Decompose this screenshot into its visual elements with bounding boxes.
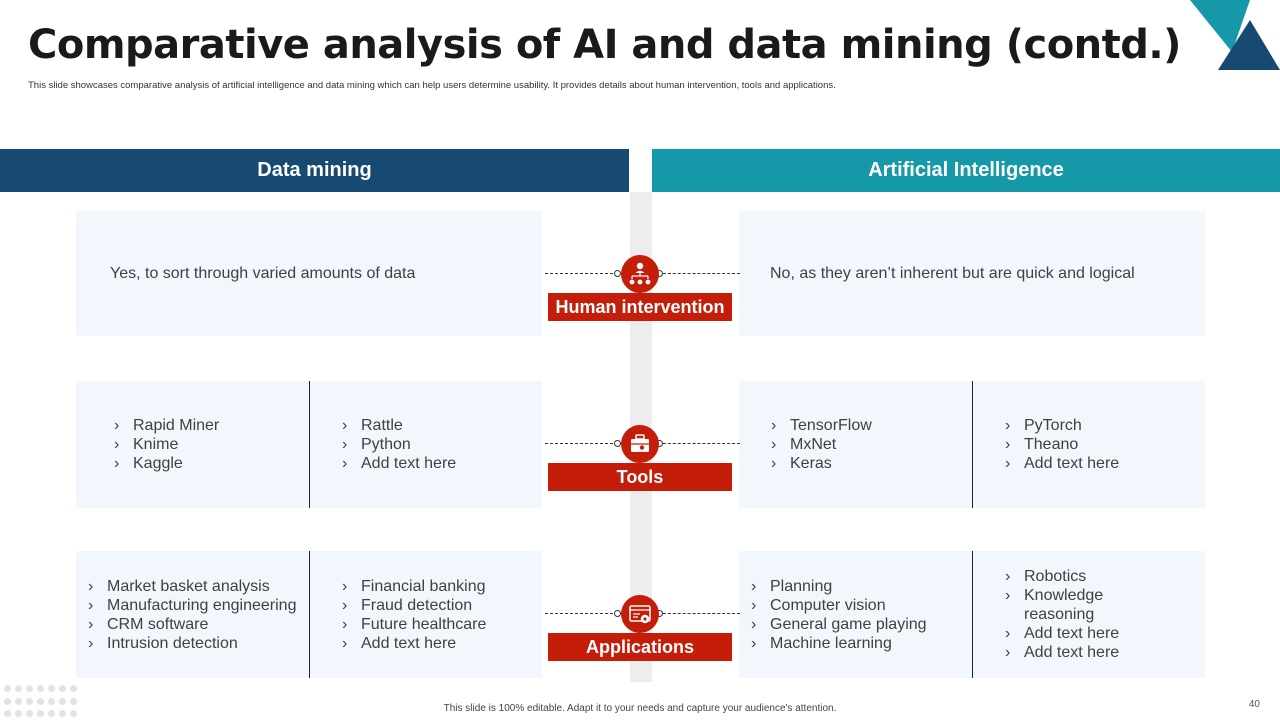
team-hierarchy-icon [621, 255, 659, 293]
tools-label: Tools [548, 463, 732, 491]
list-item: MxNet [771, 435, 872, 454]
list-item: Theano [1005, 435, 1119, 454]
human-connector-right [658, 273, 740, 274]
list-item: Robotics [1005, 567, 1145, 586]
applications-label: Applications [548, 633, 732, 661]
list-item: Add text here [1005, 624, 1145, 643]
tools-ai-list1: TensorFlow MxNet Keras [771, 416, 872, 473]
list-item: Rapid Miner [114, 416, 219, 435]
list-item: Knime [114, 435, 219, 454]
tools-ai-divider [972, 381, 973, 508]
list-item: Intrusion detection [88, 634, 296, 653]
apps-dm-col2: Financial banking Fraud detection Future… [342, 551, 486, 678]
list-item: Add text here [342, 454, 456, 473]
list-item: Market basket analysis [88, 577, 296, 596]
human-dot-left [614, 270, 621, 277]
list-item: Add text here [1005, 454, 1119, 473]
list-item: Add text here [1005, 643, 1145, 662]
apps-ai-list2: Robotics Knowledge reasoning Add text he… [1005, 567, 1145, 662]
apps-connector-right [658, 613, 740, 614]
list-item: PyTorch [1005, 416, 1119, 435]
apps-dm-list1: Market basket analysis Manufacturing eng… [88, 577, 296, 653]
list-item: Fraud detection [342, 596, 486, 615]
tools-dm-col2: Rattle Python Add text here [342, 381, 456, 508]
tools-ai-col1: TensorFlow MxNet Keras [771, 381, 872, 508]
ai-header: Artificial Intelligence [652, 149, 1280, 192]
page-title: Comparative analysis of AI and data mini… [28, 22, 1181, 68]
apps-dm-box: Market basket analysis Manufacturing eng… [76, 551, 542, 678]
tools-dm-col1: Rapid Miner Knime Kaggle [114, 381, 219, 508]
list-item: Planning [751, 577, 927, 596]
apps-ai-col1: Planning Computer vision General game pl… [751, 551, 927, 678]
list-item: Add text here [342, 634, 486, 653]
tools-dm-box: Rapid Miner Knime Kaggle Rattle Python A… [76, 381, 542, 508]
data-mining-header: Data mining [0, 149, 629, 192]
list-item: CRM software [88, 615, 296, 634]
list-item: Knowledge reasoning [1005, 586, 1145, 624]
page-number: 40 [1248, 699, 1260, 710]
apps-dot-left [614, 610, 621, 617]
tools-ai-list2: PyTorch Theano Add text here [1005, 416, 1119, 473]
human-ai-box: No, as they aren’t inherent but are quic… [739, 211, 1205, 336]
apps-dm-list2: Financial banking Fraud detection Future… [342, 577, 486, 653]
tools-dot-left [614, 440, 621, 447]
tools-connector-right [658, 443, 740, 444]
list-item: Future healthcare [342, 615, 486, 634]
apps-ai-list1: Planning Computer vision General game pl… [751, 577, 927, 653]
decorative-dot-grid [4, 685, 80, 719]
page-subtitle: This slide showcases comparative analysi… [28, 80, 836, 91]
tools-ai-col2: PyTorch Theano Add text here [1005, 381, 1119, 508]
apps-dm-divider [309, 551, 310, 678]
human-intervention-label: Human intervention [548, 293, 732, 321]
brand-logo-icon [1190, 0, 1280, 70]
human-connector-left [545, 273, 623, 274]
list-item: Computer vision [751, 596, 927, 615]
list-item: TensorFlow [771, 416, 872, 435]
footer-note: This slide is 100% editable. Adapt it to… [443, 703, 837, 714]
tools-dm-list2: Rattle Python Add text here [342, 416, 456, 473]
list-item: Rattle [342, 416, 456, 435]
human-dm-text: Yes, to sort through varied amounts of d… [110, 264, 416, 282]
human-dm-box: Yes, to sort through varied amounts of d… [76, 211, 542, 336]
apps-ai-box: Planning Computer vision General game pl… [739, 551, 1205, 678]
list-item: Machine learning [751, 634, 927, 653]
list-item: Manufacturing engineering [88, 596, 296, 615]
tools-ai-box: TensorFlow MxNet Keras PyTorch Theano Ad… [739, 381, 1205, 508]
list-item: General game playing [751, 615, 927, 634]
apps-dm-col1: Market basket analysis Manufacturing eng… [88, 551, 296, 678]
human-ai-text: No, as they aren’t inherent but are quic… [770, 264, 1135, 282]
toolbox-icon [621, 425, 659, 463]
list-item: Python [342, 435, 456, 454]
apps-ai-divider [972, 551, 973, 678]
web-gear-icon [621, 595, 659, 633]
list-item: Kaggle [114, 454, 219, 473]
apps-connector-left [545, 613, 623, 614]
tools-dm-divider [309, 381, 310, 508]
list-item: Keras [771, 454, 872, 473]
apps-ai-col2: Robotics Knowledge reasoning Add text he… [1005, 551, 1145, 678]
list-item: Financial banking [342, 577, 486, 596]
tools-dm-list1: Rapid Miner Knime Kaggle [114, 416, 219, 473]
tools-connector-left [545, 443, 623, 444]
